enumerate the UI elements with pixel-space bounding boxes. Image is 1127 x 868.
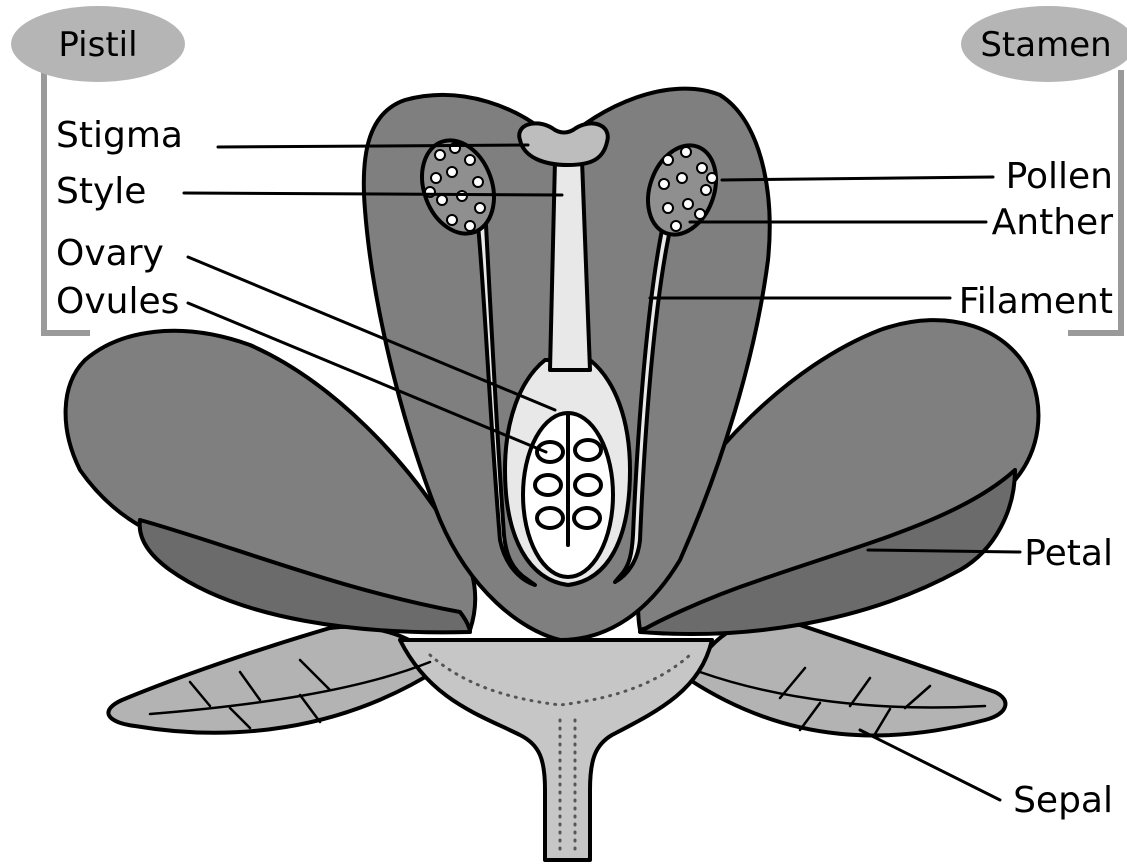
stigma-leader — [218, 145, 528, 147]
petal-label: Petal — [1024, 533, 1113, 574]
ovule — [537, 442, 563, 462]
pollen-label: Pollen — [1006, 156, 1113, 197]
sepal-label: Sepal — [1013, 780, 1113, 821]
sepal-right — [690, 619, 1005, 736]
pistil-group-label: Pistil — [58, 25, 137, 65]
anther-label: Anther — [992, 202, 1114, 243]
sepal-leader — [860, 730, 1000, 800]
receptacle — [400, 640, 712, 860]
ovule — [537, 508, 563, 528]
petal-leader — [868, 550, 1020, 552]
stamen-group-label: Stamen — [980, 25, 1111, 65]
ovule — [575, 440, 601, 460]
style-label: Style — [56, 171, 146, 212]
ovule — [574, 508, 600, 528]
ovule — [575, 475, 601, 495]
sepals — [108, 619, 1005, 860]
stigma-tip — [519, 123, 608, 165]
filament-label: Filament — [959, 281, 1113, 322]
ovary-label: Ovary — [56, 233, 164, 274]
style-stalk — [550, 160, 590, 370]
style-leader — [184, 193, 562, 195]
ovules-label: Ovules — [56, 281, 179, 322]
sepal-left — [108, 627, 440, 733]
ovule — [535, 475, 561, 495]
stigma-label: Stigma — [56, 115, 183, 156]
